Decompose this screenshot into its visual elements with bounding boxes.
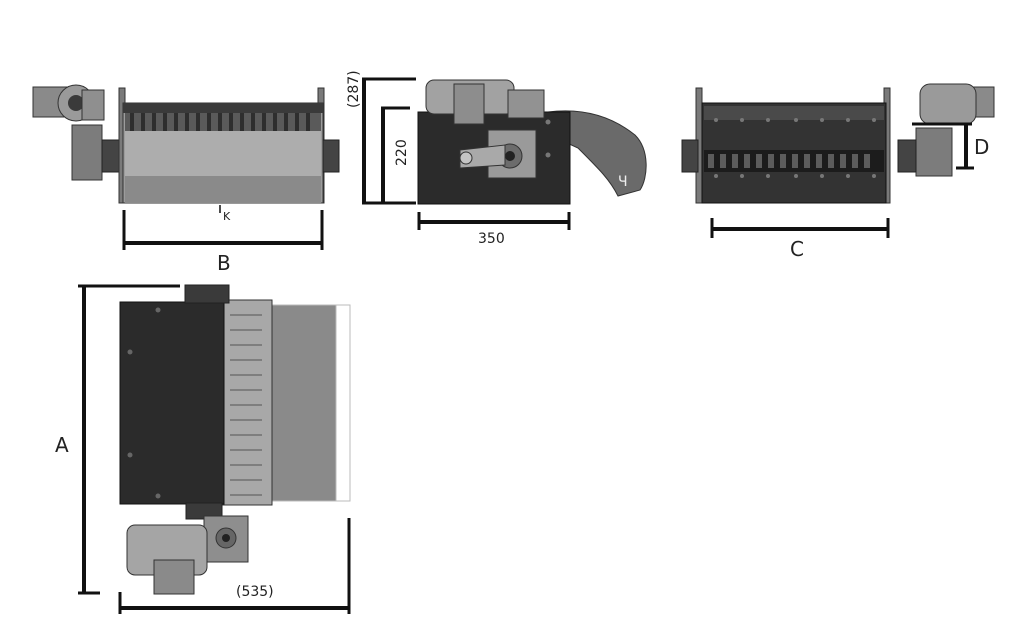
side-chute [547, 110, 647, 197]
front-motor [32, 84, 121, 181]
dimension-d-label: D [974, 135, 989, 159]
height-label: 220 [394, 139, 410, 166]
dimension-b-label: B [217, 251, 231, 275]
top-body [119, 301, 225, 505]
depth-label: 350 [478, 231, 505, 247]
front-mark-label: K [223, 210, 231, 223]
dimension-a-label: A [55, 433, 69, 457]
rear-motor [897, 83, 995, 177]
dimension-c-label: C [790, 237, 804, 261]
side-view: Ч (287) 220 350 [346, 70, 647, 247]
front-view: K B [32, 84, 340, 275]
side-marker-label: Ч [618, 174, 628, 190]
top-view: A (535) [55, 284, 351, 614]
front-teeth [125, 113, 321, 131]
height-total-label: (287) [346, 70, 362, 108]
width-total-label: (535) [236, 584, 274, 600]
rear-view: C D [681, 83, 995, 261]
